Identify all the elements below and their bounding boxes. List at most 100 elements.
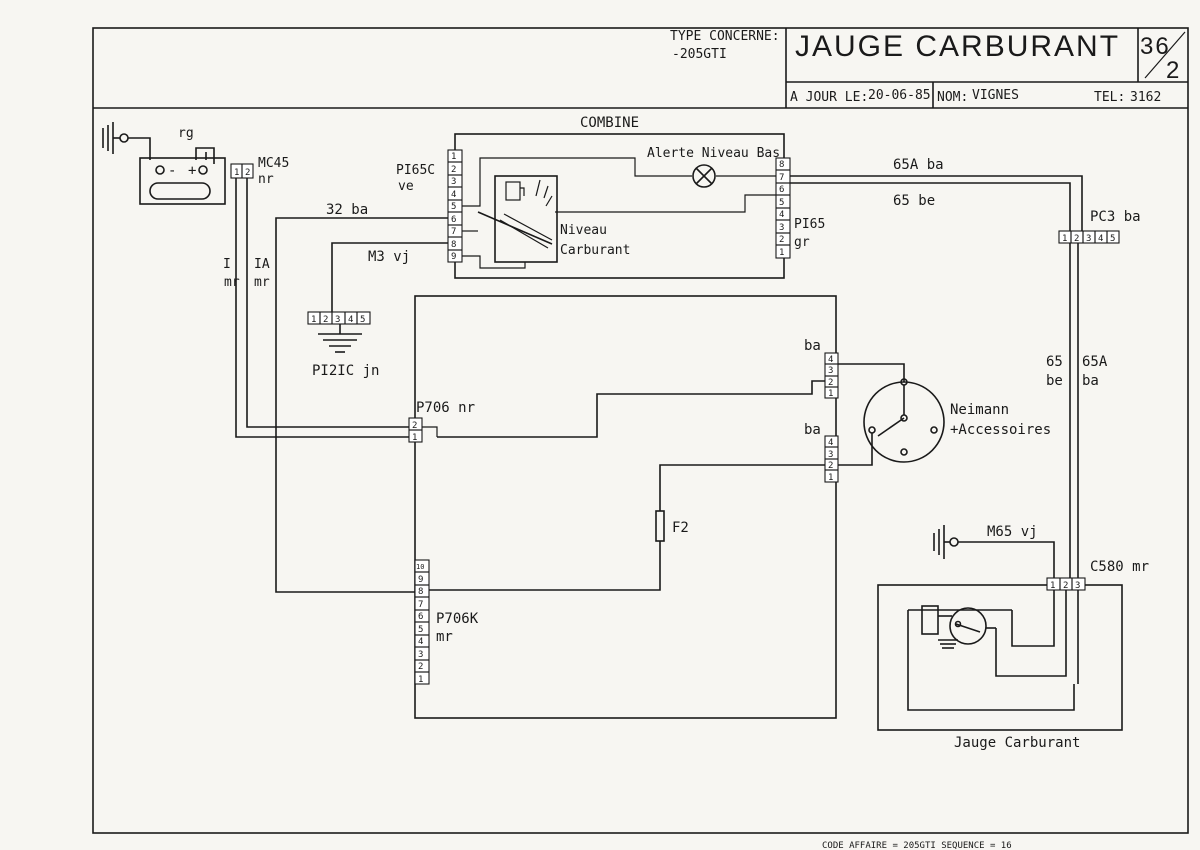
svg-text:2: 2 [828,461,833,471]
ground-icon [933,525,959,559]
name-value: VIGNES [972,88,1019,103]
svg-text:1: 1 [828,473,833,483]
svg-text:2: 2 [412,421,417,431]
wire-i-color: mr [224,275,240,290]
gauge-to-p165-wire [555,194,776,213]
p165-color: gr [794,235,810,250]
svg-text:3: 3 [828,450,833,460]
neimann-bottom-ba: ba [804,422,821,438]
wire-32-ba [275,217,448,593]
p706-connector: 1 2 [408,417,423,443]
svg-text:5: 5 [1110,234,1115,244]
fuse-f2-icon [655,510,665,542]
tel-label: TEL: [1094,90,1125,105]
update-label: A JOUR LE: [790,90,868,105]
svg-text:3: 3 [1075,581,1080,591]
ignition-switch-icon [863,378,945,463]
svg-text:7: 7 [418,600,423,610]
svg-text:1: 1 [311,315,316,325]
svg-text:7: 7 [451,227,456,237]
tel-value: 3162 [1130,90,1161,105]
svg-text:4: 4 [1098,234,1103,244]
alerte-label: Alerte Niveau Bas [647,146,780,161]
svg-text:1: 1 [779,248,784,258]
wire-i-label: I [223,257,231,272]
wire-65a [790,175,1083,231]
svg-text:5: 5 [360,315,365,325]
rg-label: rg [178,126,194,141]
svg-text:1: 1 [418,675,423,685]
v65-color: be [1046,373,1063,389]
fuel-gauge-icon [477,175,558,263]
p706k-connector: 1 2 3 4 5 6 7 8 9 10 [414,559,430,685]
p706k-label: P706K [436,611,479,627]
ground-icon [318,324,362,353]
sender-wire-2 [995,590,1067,677]
svg-text:4: 4 [828,438,833,448]
svg-text:7: 7 [779,173,784,183]
p165c-label: PI65C [396,163,435,178]
p121c-connector: 1 2 3 4 5 [307,311,371,325]
svg-text:4: 4 [451,190,456,200]
svg-text:3: 3 [418,650,423,660]
update-date: 20-06-85 [868,88,931,103]
p706-label: P706 nr [416,400,475,416]
mc45-color: nr [258,172,274,187]
mc45-connector: 1 2 [230,163,254,179]
wire-ia-label: IA [254,257,270,272]
pc3-connector: 1 2 3 4 5 [1058,230,1120,244]
svg-text:4: 4 [779,210,784,220]
svg-text:3: 3 [828,366,833,376]
v65-label: 65 [1046,354,1063,370]
svg-text:4: 4 [418,637,423,647]
combine-label: COMBINE [580,115,639,131]
svg-text:1: 1 [412,433,417,443]
p706-to-neimann-wire [437,380,825,438]
svg-text:8: 8 [418,587,423,597]
svg-text:1: 1 [234,168,239,178]
fuse-f2-label: F2 [672,520,689,536]
wire-ia [246,178,415,428]
wire-i [235,178,415,438]
svg-text:1: 1 [828,389,833,399]
svg-text:6: 6 [779,185,784,195]
p165c-color: ve [398,179,414,194]
battery-ground-wire [128,137,151,160]
rg-wire [195,147,215,164]
svg-text:1: 1 [1050,581,1055,591]
svg-text:4: 4 [348,315,353,325]
svg-text:2: 2 [245,168,250,178]
svg-text:2: 2 [779,235,784,245]
wire-ia-color: mr [254,275,270,290]
niveau-label-1: Niveau [560,223,607,238]
svg-text:9: 9 [418,575,423,585]
page-sub-number: 2 [1166,57,1181,84]
combine-inner-wire-1 [462,157,692,207]
svg-text:1: 1 [1062,234,1067,244]
svg-text:4: 4 [828,355,833,365]
svg-text:2: 2 [828,378,833,388]
wire-m3-label: M3 vj [368,249,410,265]
neimann-wire-b [838,433,873,466]
svg-text:3: 3 [451,177,456,187]
svg-text:1: 1 [451,152,456,162]
wire-32-label: 32 ba [326,202,368,218]
p706-stub [422,426,438,437]
wire-65a-label: 65A ba [893,157,944,173]
fuse-to-neimann-wire [659,464,825,511]
sender-wire-1 [1011,590,1055,647]
svg-text:3: 3 [335,315,340,325]
type-value: -205GTI [672,47,727,62]
footer-code: CODE AFFAIRE = 205GTI SEQUENCE = 16 [822,841,1012,850]
page-number: 36 [1140,33,1171,60]
v65a-label: 65A [1082,354,1108,370]
svg-text:2: 2 [1074,234,1079,244]
sender-outer-wire [907,610,1075,711]
svg-text:5: 5 [779,198,784,208]
svg-text:3: 3 [779,223,784,233]
page-frame [92,27,1189,834]
p706k-to-fuse-wire [429,541,661,591]
mc45-label: MC45 [258,156,289,171]
v65a-color: ba [1082,373,1099,389]
